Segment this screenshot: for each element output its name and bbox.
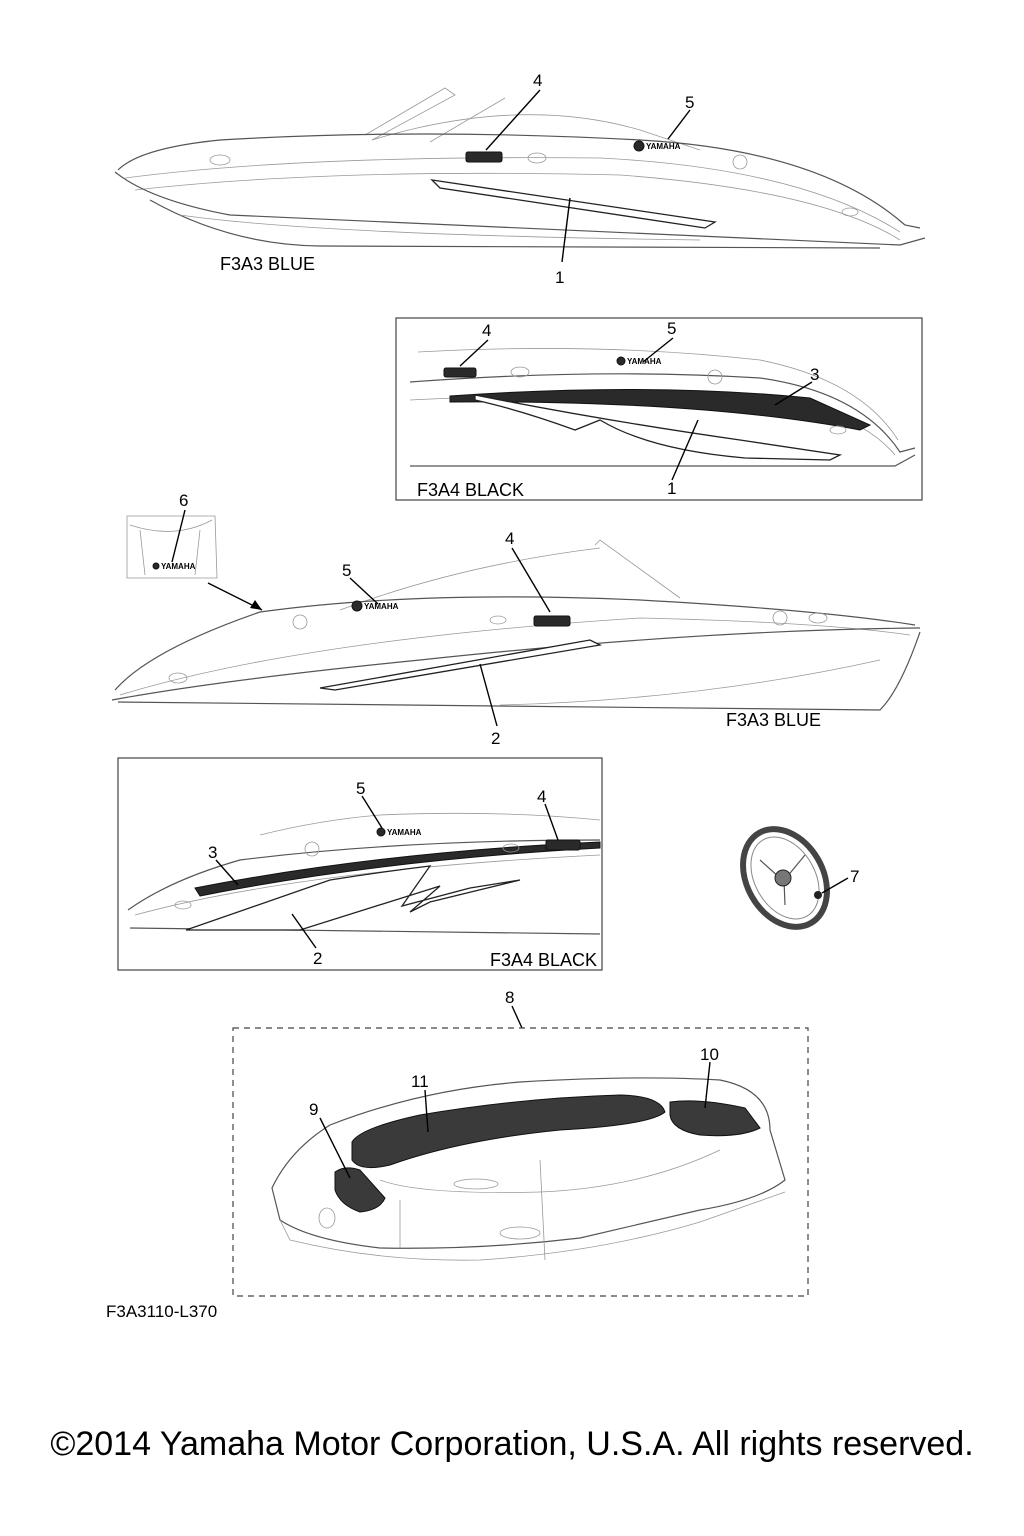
boat-starboard-blue: YAMAHA [114, 87, 926, 249]
callout-7: 7 [850, 867, 859, 886]
callout-6: 6 [179, 491, 188, 510]
callout-4: 4 [537, 787, 546, 806]
callout-1: 1 [555, 268, 564, 287]
callout-2: 2 [313, 949, 322, 968]
callout-11: 11 [411, 1072, 429, 1091]
mat-kit-box [232, 1027, 809, 1297]
callout-1: 1 [667, 479, 676, 498]
callout-5: 5 [667, 319, 676, 338]
callout-5: 5 [685, 93, 694, 112]
yamaha-logo-text: YAMAHA [161, 562, 196, 571]
boat-port-blue: YAMAHA [111, 539, 921, 711]
callout-2: 2 [491, 729, 500, 748]
callout-9: 9 [309, 1100, 318, 1119]
callout-4: 4 [482, 321, 491, 340]
figure-id: F3A3110-L370 [106, 1302, 218, 1321]
callout-4: 4 [533, 71, 542, 90]
detail-box-port-black [117, 757, 603, 971]
variant-label-blue: F3A3 BLUE [726, 710, 821, 730]
variant-label-blue: F3A3 BLUE [220, 254, 315, 274]
callout-5: 5 [342, 561, 351, 580]
callout-3: 3 [810, 365, 819, 384]
copyright-notice: ©2014 Yamaha Motor Corporation, U.S.A. A… [50, 1425, 974, 1463]
stern-inset: YAMAHA [126, 515, 218, 579]
swim-platform [271, 1077, 786, 1261]
callout-4: 4 [505, 529, 514, 548]
yamaha-logo-text: YAMAHA [387, 828, 422, 837]
boat-starboard-black-detail: YAMAHA [409, 348, 916, 467]
callout-3: 3 [208, 843, 217, 862]
callout-10: 10 [700, 1045, 719, 1064]
steering-wheel [740, 826, 830, 930]
variant-label-black: F3A4 BLACK [417, 480, 524, 500]
boat-port-black-detail: YAMAHA [127, 812, 601, 935]
variant-label-black: F3A4 BLACK [490, 950, 597, 970]
yamaha-logo-text: YAMAHA [646, 142, 681, 151]
callout-5: 5 [356, 779, 365, 798]
yamaha-logo-text: YAMAHA [364, 602, 399, 611]
detail-box-starboard-black [395, 317, 923, 501]
callout-8: 8 [505, 988, 514, 1007]
